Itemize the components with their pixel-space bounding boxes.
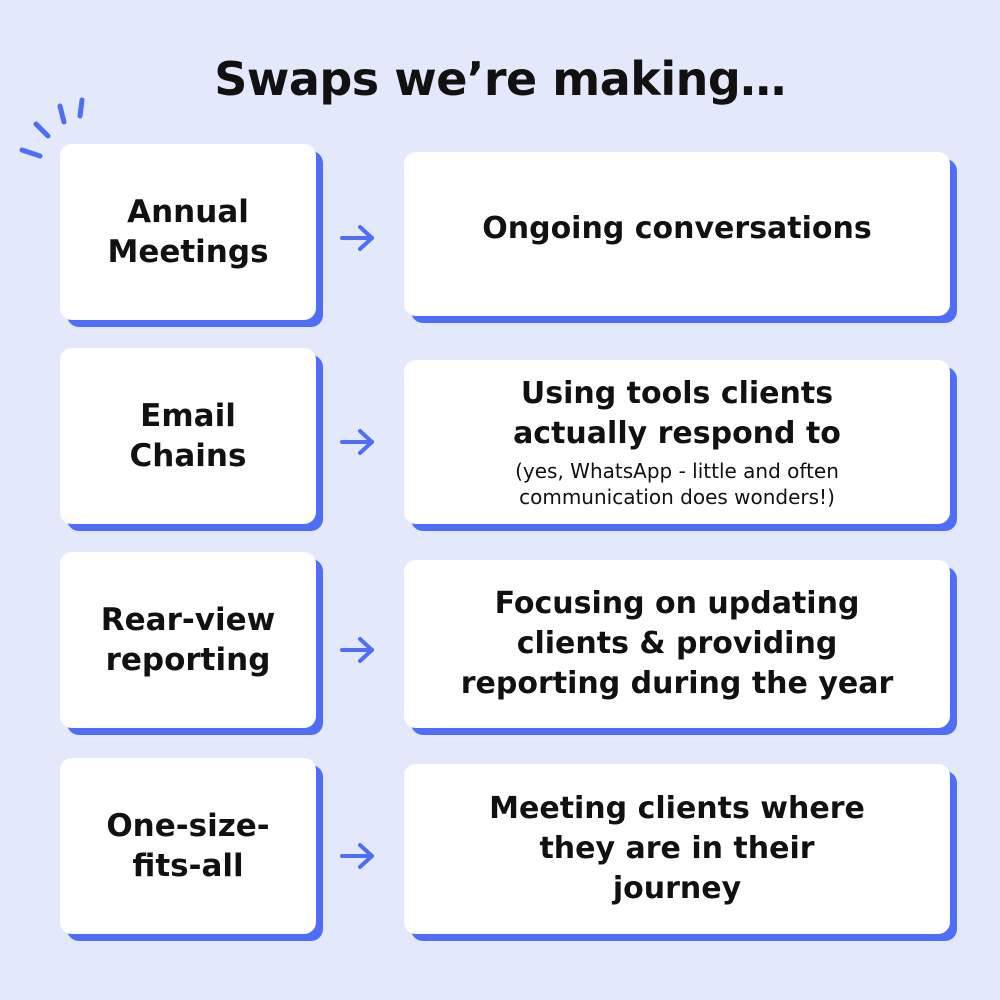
sparkle-lines-icon	[19, 97, 85, 159]
swap-to-card: Using tools clients actually respond to …	[404, 360, 950, 524]
swap-from-card: Email Chains	[60, 348, 316, 524]
swap-to-label: Using tools clients actually respond to	[513, 376, 841, 451]
swap-to-card: Focusing on updating clients & providing…	[404, 560, 950, 728]
arrow-right-icon	[340, 225, 374, 251]
swap-from-label: Rear-view	[100, 602, 276, 638]
swap-from-label: Meetings	[107, 234, 269, 270]
arrow-right-icon	[340, 843, 374, 869]
swap-from-label: reporting	[105, 642, 271, 678]
swap-from-label: Email	[140, 398, 236, 434]
arrow-right-icon	[340, 637, 374, 663]
swap-from-card: Annual Meetings	[60, 144, 316, 320]
swap-to-label: Meeting clients where they are in their …	[489, 791, 865, 906]
arrow-right-icon	[340, 429, 374, 455]
swap-to-label: Ongoing conversations	[482, 211, 872, 246]
swap-from-label: Chains	[129, 438, 247, 474]
swap-to-card: Ongoing conversations	[404, 152, 950, 316]
swap-from-label: fits-all	[132, 848, 244, 884]
swap-from-card: Rear-view reporting	[60, 552, 316, 728]
swap-to-card: Meeting clients where they are in their …	[404, 764, 950, 934]
swap-from-label: Annual	[127, 194, 249, 230]
page-title: Swaps we’re making…	[214, 52, 786, 106]
swap-to-label: Focusing on updating clients & providing…	[460, 586, 894, 701]
swap-from-card: One-size- fits-all	[60, 758, 316, 934]
swap-to-note: (yes, WhatsApp - little and often commun…	[515, 459, 839, 509]
swap-from-label: One-size-	[106, 808, 270, 844]
